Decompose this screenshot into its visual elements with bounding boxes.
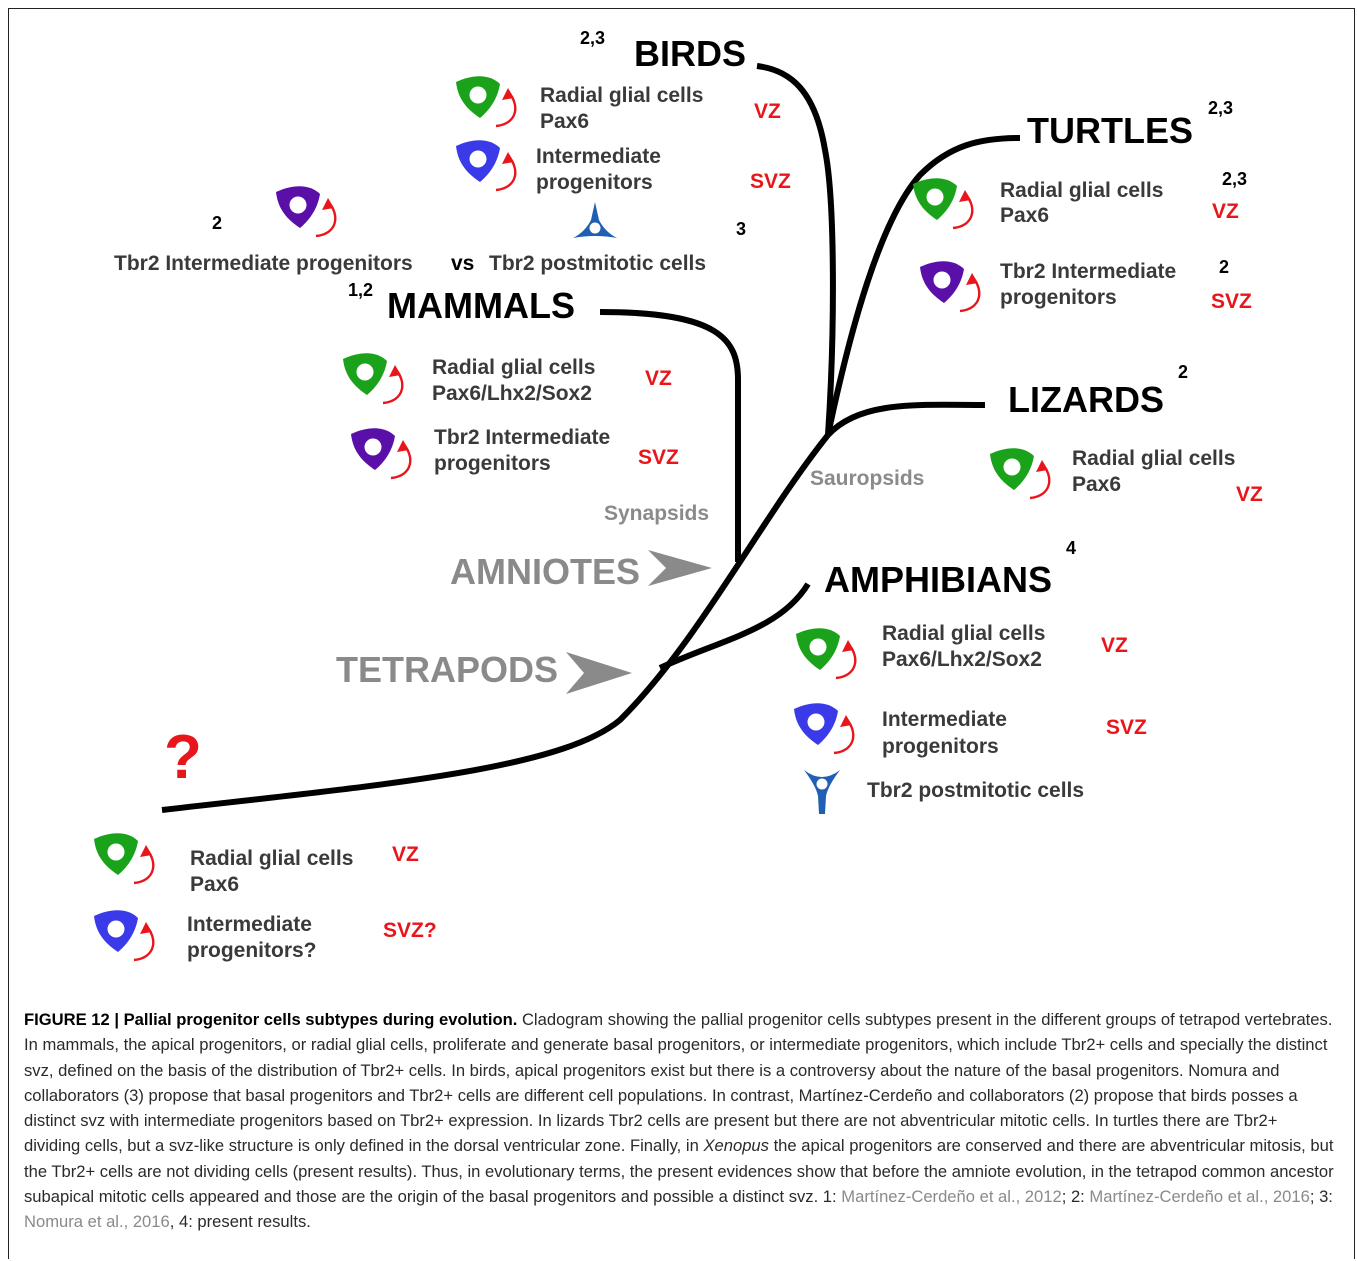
caption-tail: , 4: present results. — [169, 1212, 311, 1232]
ref-birds-tbr2-ip: 2 — [212, 213, 222, 233]
clade-mammals: MAMMALS — [387, 285, 575, 326]
mammals-tbr2-intermediate-icon — [351, 428, 412, 480]
turtles-svz: SVZ — [1211, 290, 1252, 313]
ancestor-ip-label-1: Intermediate — [187, 913, 312, 936]
figure-caption: FIGURE 12 | Pallial progenitor cells sub… — [24, 1007, 1338, 1235]
mammals-rg-label: Radial glial cells — [432, 356, 595, 379]
question-mark: ? — [164, 723, 202, 792]
ancestor-rg-label: Radial glial cells — [190, 847, 353, 870]
label-amniotes: AMNIOTES — [450, 551, 640, 592]
birds-tbr2-intermediate-icon — [276, 186, 337, 238]
clade-amphibians: AMPHIBIANS — [824, 559, 1052, 600]
ancestor-radial-glia-cell-icon — [94, 833, 155, 885]
mammals-vz: VZ — [645, 367, 672, 390]
birds-tbr2-postmitotic-icon — [573, 202, 617, 238]
lizards-radial-glia-cell-icon — [990, 448, 1051, 500]
ancestor-vz: VZ — [392, 843, 419, 866]
ancestor-rg-marker: Pax6 — [190, 873, 239, 896]
citation-link-3[interactable]: Nomura et al., 2016 — [24, 1212, 170, 1232]
amphibians-tbr2-pm-label: Tbr2 postmitotic cells — [867, 779, 1084, 802]
amphibians-intermediate-progenitor-icon — [794, 703, 855, 755]
ancestor-intermediate-progenitor-icon — [94, 910, 155, 962]
branch-root — [161, 433, 831, 813]
amphibians-ip-label-2: progenitors — [882, 735, 999, 758]
ref-turtles-tbr2: 2 — [1219, 257, 1229, 277]
amphibians-rg-marker: Pax6/Lhx2/Sox2 — [882, 648, 1042, 671]
ref-lizards: 2 — [1178, 362, 1188, 382]
branch-birds — [756, 63, 836, 436]
clade-lizards: LIZARDS — [1008, 379, 1164, 420]
mammals-radial-glia-cell-icon — [343, 353, 404, 405]
amphibians-radial-glia-cell-icon — [796, 628, 857, 680]
lizards-vz: VZ — [1236, 483, 1263, 506]
clade-turtles: TURTLES — [1027, 110, 1193, 151]
birds-vs-label: vs — [451, 252, 474, 275]
label-synapsids: Synapsids — [604, 502, 709, 525]
ref-amphibians: 4 — [1066, 538, 1076, 558]
birds-tbr2-pm-label: Tbr2 postmitotic cells — [489, 252, 706, 275]
caption-body-1: Cladogram showing the pallial progenitor… — [24, 1010, 1333, 1156]
branch-amphibians — [658, 582, 811, 671]
label-tetrapods: TETRAPODS — [336, 649, 558, 690]
turtles-rg-marker: Pax6 — [1000, 204, 1049, 227]
caption-sep-3: ; 3: — [1309, 1187, 1333, 1207]
birds-rg-marker: Pax6 — [540, 110, 589, 133]
ref-mammals: 1,2 — [348, 280, 373, 300]
mammals-rg-marker: Pax6/Lhx2/Sox2 — [432, 382, 592, 405]
amniotes-arrowhead — [648, 550, 712, 586]
birds-ip-label-1: Intermediate — [536, 145, 661, 168]
branch-turtles — [825, 135, 1021, 436]
ref-birds: 2,3 — [580, 28, 605, 48]
birds-svz: SVZ — [750, 170, 791, 193]
cladogram-figure: BIRDS 2,3 TURTLES 2,3 MAMMALS 1,2 LIZARD… — [94, 28, 1263, 962]
cladogram-tree — [161, 63, 1021, 813]
birds-tbr2-ip-label: Tbr2 Intermediate progenitors — [114, 252, 413, 275]
ancestor-svz: SVZ? — [383, 919, 437, 942]
ref-turtles: 2,3 — [1208, 98, 1233, 118]
birds-ip-label-2: progenitors — [536, 171, 653, 194]
birds-intermediate-progenitor-icon — [456, 140, 517, 192]
figure-frame — [8, 8, 1355, 1259]
caption-sep-2: ; 2: — [1061, 1187, 1090, 1207]
citation-link-1[interactable]: Martínez-Cerdeño et al., 2012 — [841, 1187, 1062, 1207]
turtles-tbr2-label-1: Tbr2 Intermediate — [1000, 260, 1176, 283]
citation-link-2[interactable]: Martínez-Cerdeño et al., 2016 — [1089, 1187, 1310, 1207]
amphibians-rg-label: Radial glial cells — [882, 622, 1045, 645]
mammals-tbr2-label-2: progenitors — [434, 452, 551, 475]
caption-title: FIGURE 12 | Pallial progenitor cells sub… — [24, 1010, 518, 1029]
lizards-rg-label: Radial glial cells — [1072, 447, 1235, 470]
amphibians-vz: VZ — [1101, 634, 1128, 657]
birds-vz: VZ — [754, 100, 781, 123]
ref-turtles-rg: 2,3 — [1222, 169, 1247, 189]
turtles-tbr2-intermediate-icon — [920, 261, 981, 313]
turtles-rg-label: Radial glial cells — [1000, 179, 1163, 202]
caption-body-2: the apical progenitors are conserved and… — [24, 1136, 1334, 1207]
turtles-radial-glia-cell-icon — [913, 178, 974, 230]
turtles-vz: VZ — [1212, 200, 1239, 223]
amphibians-tbr2-postmitotic-icon — [804, 770, 840, 814]
turtles-tbr2-label-2: progenitors — [1000, 286, 1117, 309]
amphibians-svz: SVZ — [1106, 716, 1147, 739]
ref-birds-tbr2-pm: 3 — [736, 219, 746, 239]
clade-birds: BIRDS — [634, 33, 746, 74]
branch-lizards — [825, 401, 986, 438]
branch-mammals — [599, 309, 741, 562]
caption-xenopus: Xenopus — [703, 1136, 769, 1156]
label-sauropsids: Sauropsids — [810, 467, 924, 490]
birds-radial-glia-cell-icon — [456, 76, 517, 128]
amphibians-ip-label-1: Intermediate — [882, 708, 1007, 731]
lizards-rg-marker: Pax6 — [1072, 473, 1121, 496]
birds-rg-label: Radial glial cells — [540, 84, 703, 107]
mammals-svz: SVZ — [638, 446, 679, 469]
tetrapods-arrowhead — [566, 652, 632, 694]
ancestor-ip-label-2: progenitors? — [187, 939, 317, 962]
mammals-tbr2-label-1: Tbr2 Intermediate — [434, 426, 610, 449]
